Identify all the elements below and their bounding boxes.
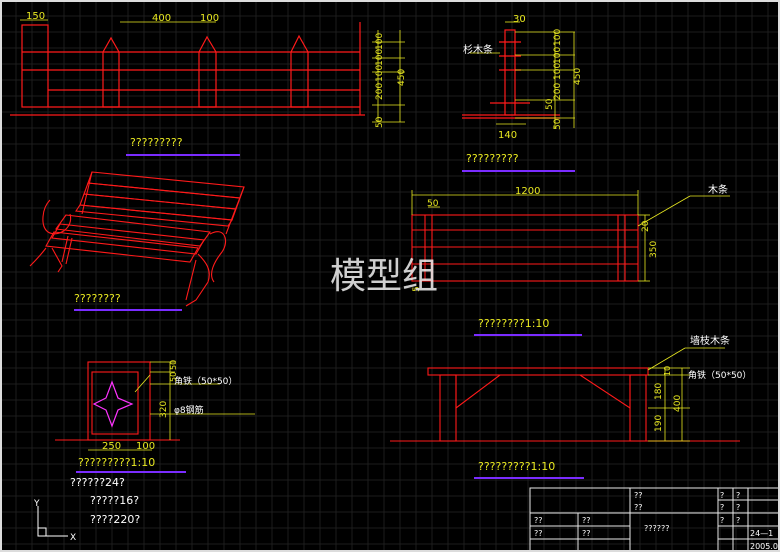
note-line-3: ????220? bbox=[90, 513, 140, 526]
tb-drawing-title: ?????? bbox=[644, 524, 669, 533]
fence-elevation bbox=[10, 22, 365, 116]
note-line-2: ?????16? bbox=[90, 494, 139, 507]
plan-caption: ????????1:10 bbox=[478, 317, 549, 330]
plan-dim-1200: 1200 bbox=[515, 186, 540, 197]
front-dim-400: 400 bbox=[673, 395, 683, 412]
leg-ornament bbox=[92, 380, 134, 428]
side-dim-100b: 100 bbox=[553, 47, 563, 64]
side-dim-100c: 100 bbox=[553, 63, 563, 80]
front-label-wood: 墙枝木条 bbox=[690, 334, 730, 347]
front-caption: ?????????1:10 bbox=[478, 460, 555, 473]
dim-100: 100 bbox=[200, 13, 219, 24]
dim-right-100b: 100 bbox=[375, 49, 385, 66]
side-caption: ????????? bbox=[466, 152, 519, 165]
leg-detail-dims bbox=[88, 361, 255, 451]
tb-cell-13: ?? bbox=[534, 529, 543, 538]
tb-cell-3: ? bbox=[736, 491, 740, 500]
front-label-angle-iron: 角铁（50*50） bbox=[688, 369, 751, 381]
side-section-dims bbox=[470, 21, 575, 128]
tb-cell-11: ? bbox=[720, 516, 724, 525]
ucs-y-label: Y bbox=[33, 499, 40, 509]
dim-150: 150 bbox=[26, 11, 45, 22]
side-dim-100a: 100 bbox=[553, 29, 563, 46]
tb-cell-5: ? bbox=[720, 503, 724, 512]
plan-dim-5: 5 bbox=[412, 286, 422, 292]
leg-dim-50a: 50 bbox=[169, 360, 178, 370]
dim-400: 400 bbox=[152, 13, 171, 24]
leg-caption: ?????????1:10 bbox=[78, 456, 155, 469]
tb-cell-12: ? bbox=[736, 516, 740, 525]
leg-dim-320: 320 bbox=[159, 401, 169, 418]
side-dim-200: 200 bbox=[553, 83, 563, 100]
plan-dim-50: 50 bbox=[427, 199, 439, 209]
ucs-x-label: X bbox=[70, 533, 76, 543]
front-section-dims bbox=[647, 347, 725, 442]
dim-right-450: 450 bbox=[397, 69, 407, 86]
plan-label-wood: 木条 bbox=[708, 183, 728, 196]
leg-dim-50b: 50 bbox=[169, 372, 178, 382]
tb-cell-9: ?? bbox=[582, 516, 591, 525]
side-label-wood: 杉木条 bbox=[463, 43, 493, 56]
tb-cell-4: ?? bbox=[634, 503, 643, 512]
bench-perspective bbox=[29, 171, 245, 307]
front-dim-180: 180 bbox=[654, 383, 664, 400]
bench-plan bbox=[411, 214, 639, 282]
leg-label-angle-iron: 角铁（50*50） bbox=[174, 375, 237, 387]
bench-caption: ???????? bbox=[74, 292, 121, 305]
plan-dim-350: 350 bbox=[649, 241, 659, 258]
front-dim-10: 10 bbox=[663, 366, 672, 376]
plan-dim-20: 20 bbox=[641, 220, 651, 232]
plan-dims bbox=[411, 190, 730, 282]
tb-cell-8: ?? bbox=[534, 516, 543, 525]
leg-detail bbox=[55, 361, 180, 441]
tb-cell-1: ?? bbox=[634, 491, 643, 500]
side-dim-50b: 50 bbox=[553, 118, 563, 130]
front-dim-190: 190 bbox=[654, 415, 664, 432]
tb-date: 2005.0 bbox=[750, 542, 778, 551]
tb-cell-6: ? bbox=[736, 503, 740, 512]
ucs-icon bbox=[37, 506, 68, 537]
leg-label-rebar: φ8钢筋 bbox=[174, 404, 204, 416]
dim-right-200: 200 bbox=[375, 83, 385, 100]
dim-right-100c: 100 bbox=[375, 65, 385, 82]
title-block bbox=[529, 487, 780, 552]
dim-right-50: 50 bbox=[375, 116, 385, 128]
side-dim-30: 30 bbox=[513, 14, 526, 25]
tb-drawing-number: 24—1 bbox=[750, 529, 773, 538]
leg-dim-250: 250 bbox=[102, 441, 121, 452]
leg-dim-100: 100 bbox=[136, 441, 155, 452]
tb-cell-2: ? bbox=[720, 491, 724, 500]
side-dim-450: 450 bbox=[573, 68, 583, 85]
side-dim-50a: 50 bbox=[545, 98, 555, 110]
elevation-caption: ????????? bbox=[130, 136, 183, 149]
watermark: 模型组 bbox=[330, 256, 438, 297]
note-line-1: ??????24? bbox=[70, 476, 125, 489]
side-dim-140: 140 bbox=[498, 130, 517, 141]
dim-right-100a: 100 bbox=[375, 33, 385, 50]
fence-elevation-dims bbox=[20, 19, 405, 123]
tb-cell-14: ?? bbox=[582, 529, 591, 538]
